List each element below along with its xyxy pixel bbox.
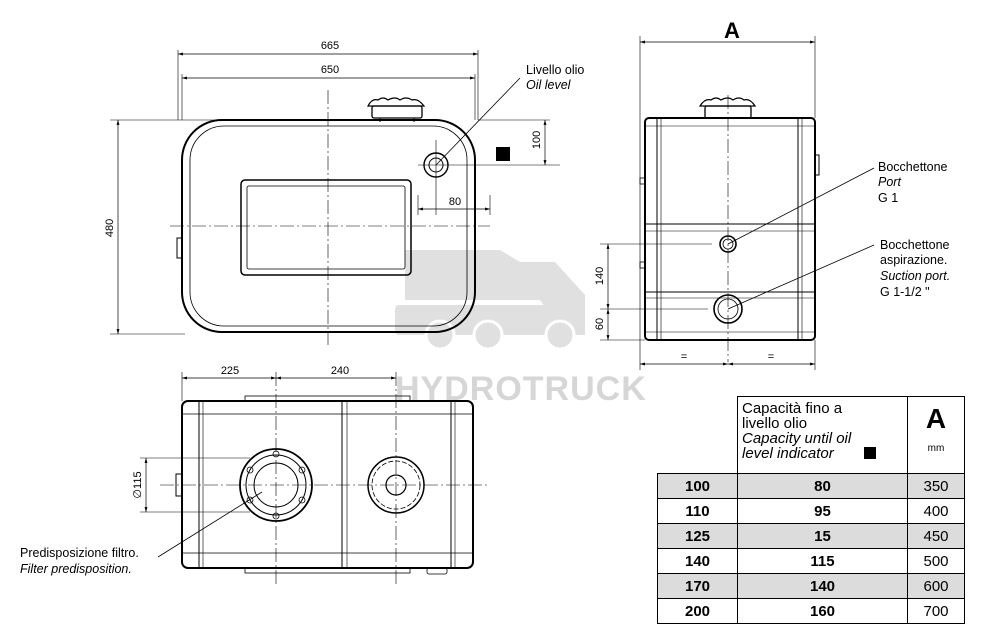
table-row: 140 115 500 <box>657 548 965 574</box>
cell-level: 80 <box>737 473 908 499</box>
suction-label-line1: Bocchettone <box>880 238 950 252</box>
oil-level-marker-square <box>863 447 876 459</box>
table-header-a: A mm <box>907 396 965 474</box>
dim-140: 140 <box>594 267 606 285</box>
cell-capacity: 140 <box>657 548 738 574</box>
cell-a: 400 <box>907 498 965 524</box>
cell-capacity: 110 <box>657 498 738 524</box>
filter-label-it: Predisposizione filtro. <box>20 546 139 560</box>
dim-480: 480 <box>104 219 116 237</box>
header-en-line2: level indicator <box>742 445 834 462</box>
table-row: 170 140 600 <box>657 573 965 599</box>
cell-level: 160 <box>737 598 908 624</box>
side-view-title-a: A <box>724 18 740 43</box>
front-view <box>110 50 560 345</box>
cell-capacity: 100 <box>657 473 738 499</box>
dim-650: 650 <box>321 64 339 76</box>
dim-100: 100 <box>531 131 543 149</box>
table-row: 125 15 450 <box>657 523 965 549</box>
table-header-capacity: Capacità fino a livello olio Capacity un… <box>737 396 908 474</box>
dim-240: 240 <box>331 365 349 377</box>
suction-label-line4: G 1-1/2 " <box>880 285 930 299</box>
port-label-line2: Port <box>878 175 901 189</box>
dim-equal-left: = <box>681 351 687 363</box>
oil-level-marker-square <box>496 147 510 161</box>
suction-label-line3: Suction port. <box>880 269 950 283</box>
cell-capacity: 170 <box>657 573 738 599</box>
table-row: 100 80 350 <box>657 473 965 499</box>
port-label-line3: G 1 <box>878 191 898 205</box>
cell-level: 95 <box>737 498 908 524</box>
cell-a: 500 <box>907 548 965 574</box>
hydrotruck-watermark-logo <box>395 250 585 351</box>
watermark-text: HYDROTRUCK <box>395 370 647 408</box>
cell-a: 350 <box>907 473 965 499</box>
cell-a: 450 <box>907 523 965 549</box>
dim-665: 665 <box>321 40 339 52</box>
top-view <box>140 372 490 585</box>
table-row: 200 160 700 <box>657 598 965 624</box>
cell-a: 600 <box>907 573 965 599</box>
dim-60: 60 <box>594 318 606 330</box>
dim-equal-right: = <box>768 351 774 363</box>
header-it-line2: livello olio <box>742 415 808 432</box>
dim-diameter-115: ∅115 <box>132 471 144 498</box>
header-en-line1: Capacity until oil <box>742 430 852 447</box>
filter-label-en: Filter predisposition. <box>20 562 132 576</box>
oil-level-label-en: Oil level <box>526 78 572 92</box>
capacity-table: Capacità fino a livello olio Capacity un… <box>657 396 965 624</box>
suction-label-line2: aspirazione. <box>880 253 947 267</box>
port-label-line1: Bocchettone <box>878 160 948 174</box>
side-view <box>600 36 875 370</box>
cell-capacity: 125 <box>657 523 738 549</box>
cell-level: 15 <box>737 523 908 549</box>
header-unit: mm <box>927 443 945 454</box>
header-it-line1: Capacità fino a <box>742 400 843 417</box>
oil-level-label-it: Livello olio <box>526 63 584 77</box>
cell-capacity: 200 <box>657 598 738 624</box>
cell-a: 700 <box>907 598 965 624</box>
cell-level: 115 <box>737 548 908 574</box>
table-header-row: Capacità fino a livello olio Capacity un… <box>657 396 965 474</box>
cell-level: 140 <box>737 573 908 599</box>
header-a-letter: A <box>925 403 947 434</box>
table-row: 110 95 400 <box>657 498 965 524</box>
dim-80: 80 <box>449 196 461 208</box>
dim-225: 225 <box>221 365 239 377</box>
